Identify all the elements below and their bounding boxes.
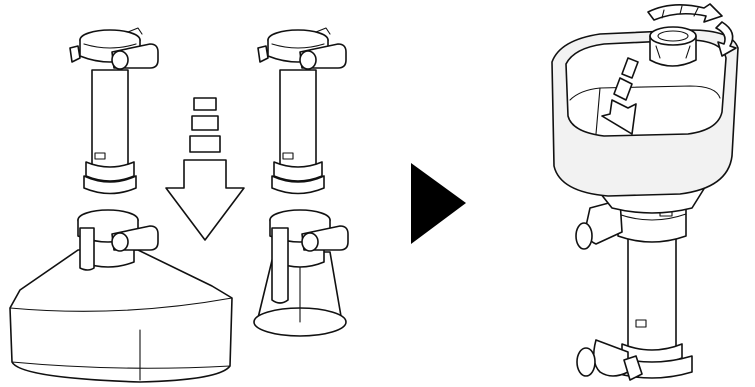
tube-right [257, 27, 347, 195]
down-arrow-icon [165, 97, 245, 241]
square-hopper [9, 209, 233, 383]
rotate-icon [647, 3, 737, 57]
funnel-hopper [253, 209, 349, 337]
tube-left [69, 27, 159, 195]
curved-down-arrow-icon [601, 57, 639, 135]
assembled-unit [551, 3, 739, 381]
play-arrow-icon [411, 163, 466, 244]
